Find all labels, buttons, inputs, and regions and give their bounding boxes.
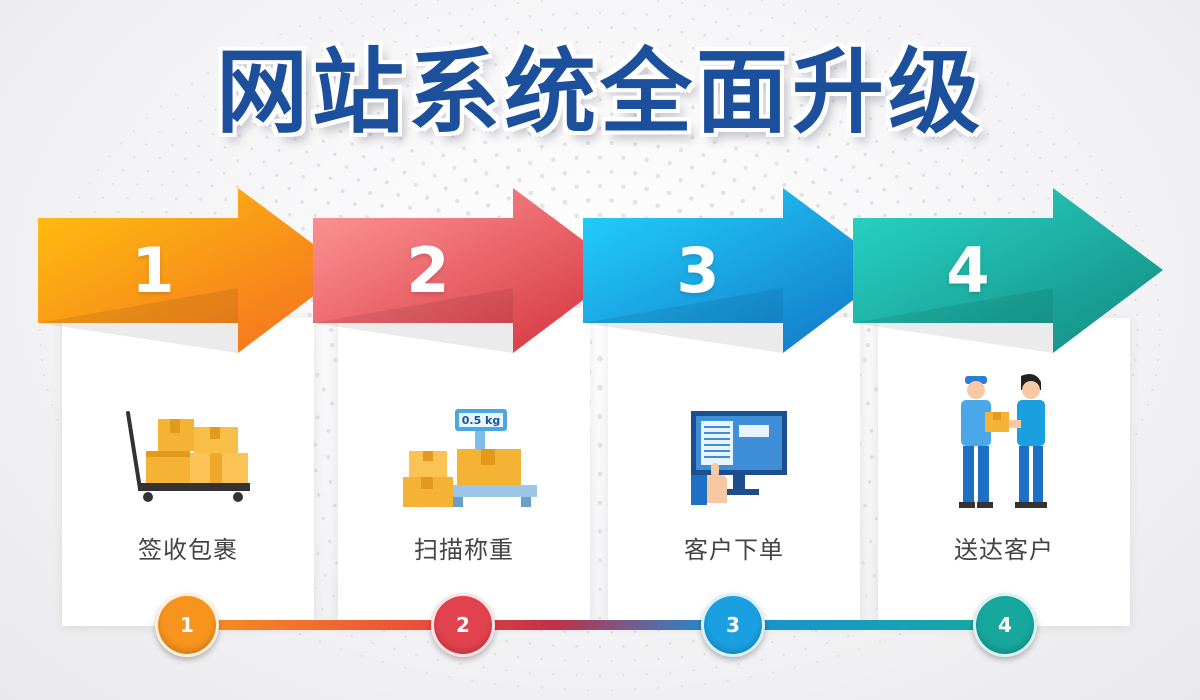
- monitor-order-icon: [608, 403, 860, 513]
- step-label-4: 送达客户: [954, 536, 1054, 564]
- handover-icon: [878, 366, 1130, 516]
- step-number-2: 2: [406, 234, 450, 307]
- step-label-1: 签收包裹: [138, 536, 238, 564]
- step-arrow-4: 4: [853, 188, 1163, 353]
- timeline-node-2: 2: [431, 593, 495, 657]
- step-card-1: 签收包裹: [62, 318, 314, 626]
- scale-reading: 0.5 kg: [462, 414, 501, 427]
- timeline-node-3: 3: [701, 593, 765, 657]
- timeline-node-4: 4: [973, 593, 1037, 657]
- timeline-node-1: 1: [155, 593, 219, 657]
- step-number-1: 1: [131, 234, 175, 307]
- step-card-3: 客户下单: [608, 318, 860, 626]
- scale-weigh-icon: 0.5 kg: [338, 403, 590, 513]
- timeline-track: [186, 620, 1006, 630]
- step-number-4: 4: [946, 234, 990, 307]
- page-title: 网站系统全面升级: [215, 39, 984, 146]
- cart-boxes-icon: [62, 403, 314, 513]
- step-card-4: 送达客户: [878, 318, 1130, 626]
- step-arrow-3: 3: [583, 188, 893, 353]
- step-label-2: 扫描称重: [414, 536, 514, 564]
- step-arrow-1: 1: [38, 188, 348, 353]
- step-card-2: 0.5 kg 扫描称重: [338, 318, 590, 626]
- step-arrow-2: 2: [313, 188, 623, 353]
- step-label-3: 客户下单: [684, 536, 784, 564]
- step-number-3: 3: [676, 234, 720, 307]
